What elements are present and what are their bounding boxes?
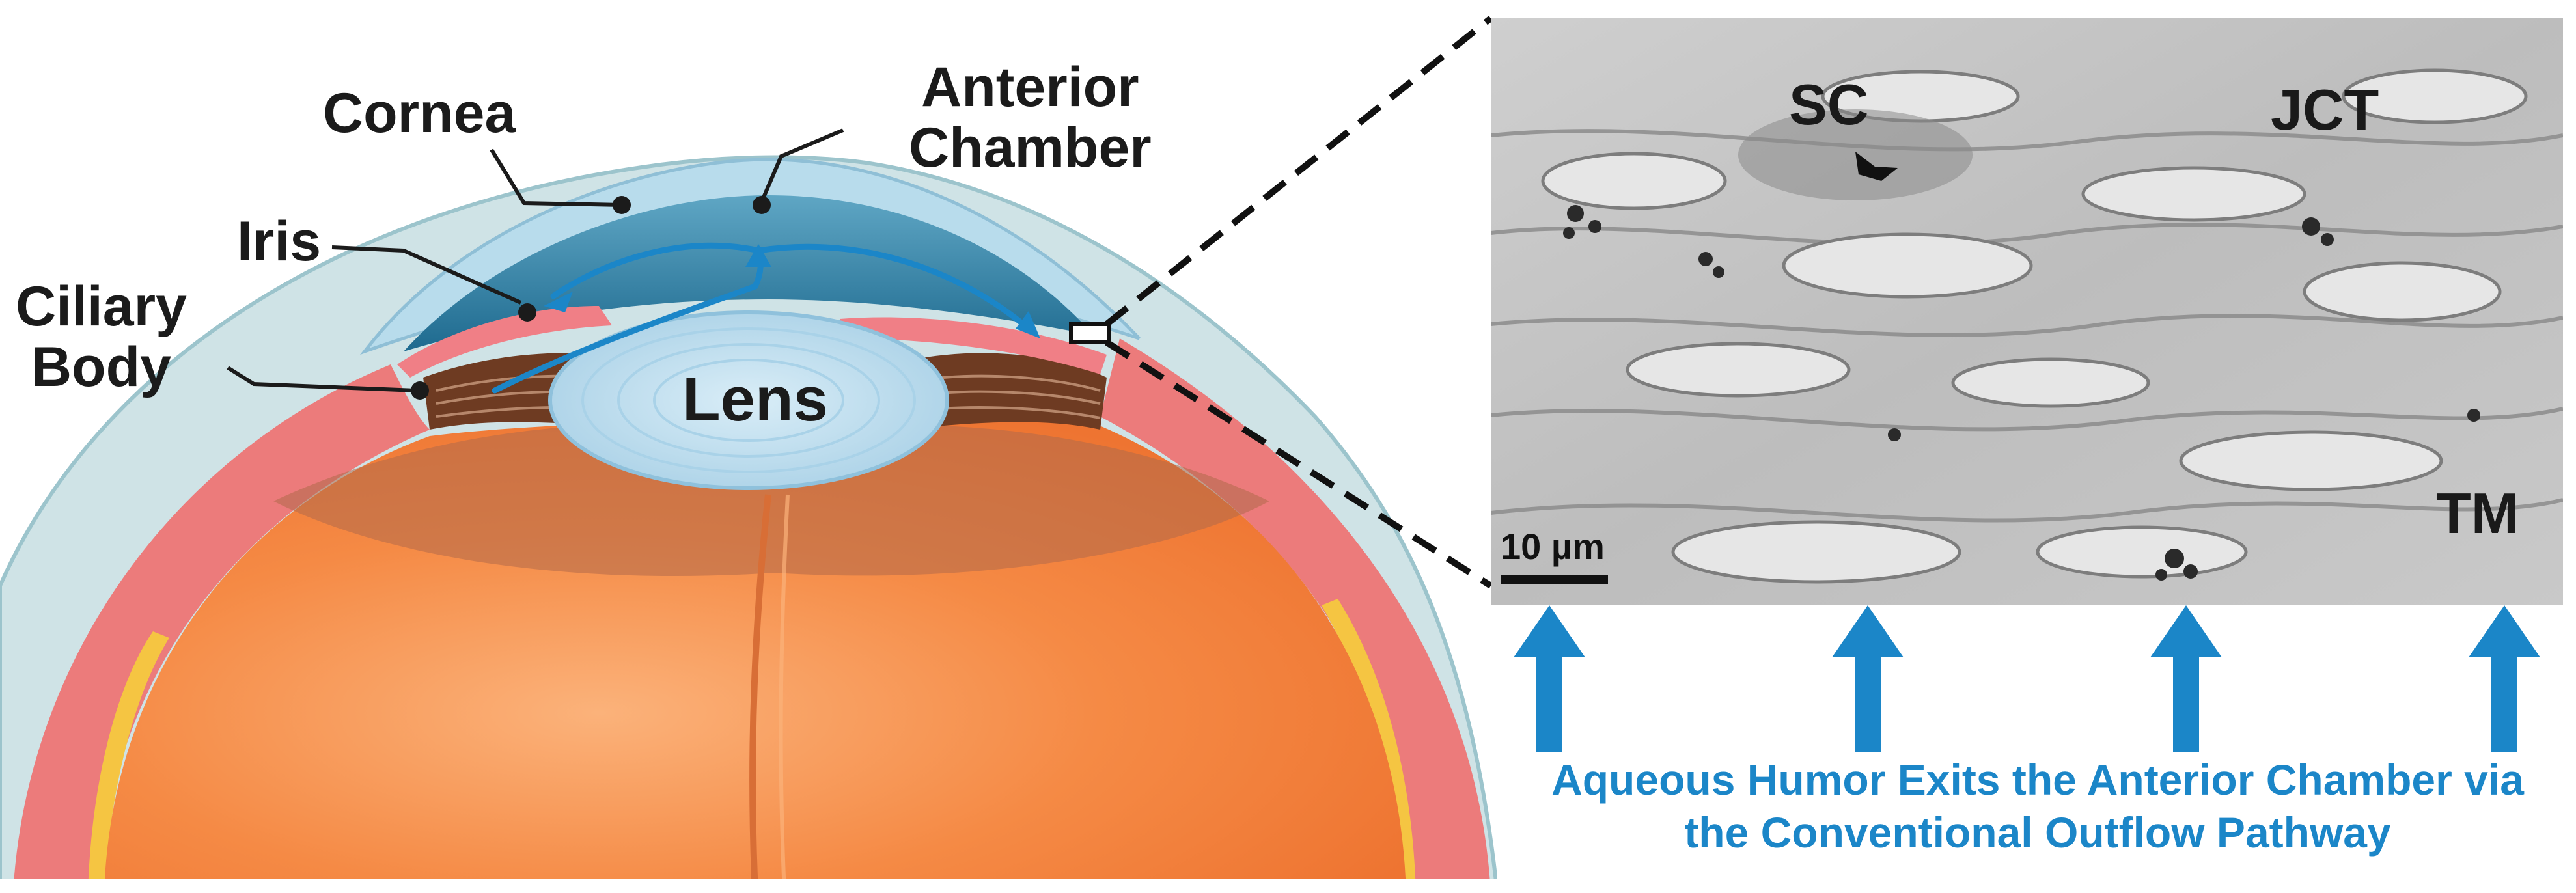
label-cornea: Cornea (323, 82, 516, 144)
flow-arrowheads (544, 244, 1040, 338)
caption: Aqueous Humor Exits the Anterior Chamber… (1504, 754, 2571, 859)
label-ciliary-body-line2: Body (31, 335, 171, 398)
leader-dots (411, 196, 771, 400)
em-label-tm: TM (2436, 481, 2519, 545)
label-anterior-chamber: Anterior Chamber (909, 57, 1152, 178)
label-ciliary-body-line1: Ciliary (16, 275, 187, 338)
zoom-inset-box (1069, 322, 1111, 344)
em-label-sc: SC (1789, 72, 1869, 137)
lens-shape (548, 310, 949, 490)
outflow-arrow (1832, 605, 1904, 752)
scale-bar-label: 10 µm (1501, 526, 1605, 567)
label-anterior-chamber-line1: Anterior (921, 56, 1139, 118)
iris-right (840, 317, 1107, 374)
electron-micrograph (1491, 18, 2563, 605)
outflow-arrows (1514, 605, 2540, 752)
zoom-lines (1104, 16, 1493, 589)
label-lens: Lens (682, 364, 829, 434)
outflow-arrow (1514, 605, 1585, 752)
caption-line-2: the Conventional Outflow Pathway (1684, 808, 2391, 857)
iris-left (397, 306, 612, 378)
leader-lines (227, 128, 844, 392)
label-anterior-chamber-line2: Chamber (909, 116, 1152, 179)
outflow-arrow (2150, 605, 2222, 752)
caption-line-1: Aqueous Humor Exits the Anterior Chamber… (1551, 756, 2524, 804)
label-ciliary-body: Ciliary Body (16, 277, 187, 398)
eye-illustration (0, 16, 1497, 879)
em-label-jct: JCT (2271, 77, 2379, 142)
label-iris: Iris (237, 210, 322, 273)
aqueous-flow-arrows (492, 242, 1032, 394)
outflow-arrow (2469, 605, 2540, 752)
scale-bar (1501, 575, 1608, 584)
